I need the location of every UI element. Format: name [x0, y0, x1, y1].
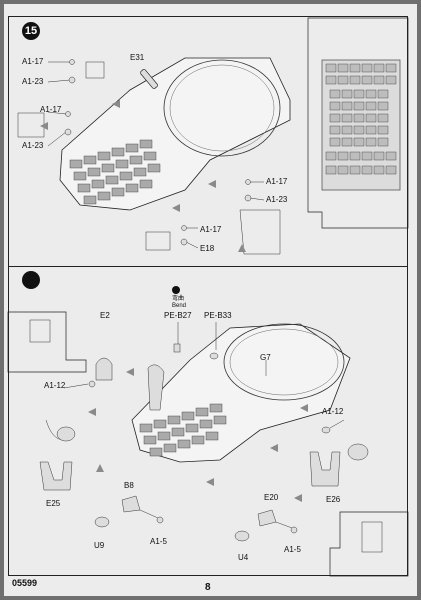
label-pe-b27: PE-B27 [164, 311, 192, 320]
label-e31: E31 [130, 53, 145, 62]
label-bend-en: Bend [172, 303, 187, 309]
label-a1-17: A1-17 [40, 105, 62, 114]
step-divider [8, 266, 408, 267]
label-a1-17: A1-17 [200, 225, 222, 234]
detail-inset-left [7, 311, 87, 373]
hull-lower-tracks [139, 403, 227, 457]
track-link-grid [325, 63, 397, 175]
label-a1-23: A1-23 [22, 141, 44, 150]
page-number: 8 [205, 582, 211, 593]
label-bend-cn: 弯曲 [172, 296, 185, 302]
label-u4: U4 [238, 553, 249, 562]
label-a1-12: A1-12 [322, 407, 344, 416]
label-a1-23: A1-23 [266, 195, 288, 204]
label-e18: E18 [200, 244, 215, 253]
label-a1-5: A1-5 [150, 537, 167, 546]
hull-upper-tracks [69, 139, 161, 205]
label-a1-5: A1-5 [284, 545, 301, 554]
hull-plate-upper [59, 57, 291, 211]
label-e26: E26 [326, 495, 341, 504]
label-e2: E2 [100, 311, 110, 320]
part-e31 [140, 69, 158, 89]
catalog-number: 05599 [12, 578, 38, 588]
step-number: 15 [24, 25, 38, 37]
step-number-badge-next [22, 271, 40, 289]
step16-leaders [29, 286, 383, 553]
label-e25: E25 [46, 499, 61, 508]
label-a1-17: A1-17 [22, 57, 44, 66]
label-g7: G7 [260, 353, 271, 362]
direction-arrows-step15 [40, 100, 246, 252]
track-detail-inset [307, 17, 409, 229]
label-a1-17: A1-17 [266, 177, 288, 186]
hull-plate-lower [131, 323, 351, 463]
label-u9: U9 [94, 541, 105, 550]
label-a1-23: A1-23 [22, 77, 44, 86]
label-pe-b33: PE-B33 [204, 311, 232, 320]
step-number-badge: 15 [22, 22, 40, 40]
detail-inset-right [329, 511, 409, 577]
page-frame [8, 16, 408, 576]
label-e20: E20 [264, 493, 279, 502]
step15-leaders [17, 59, 281, 255]
direction-arrows-step16 [88, 368, 308, 502]
label-b8: B8 [124, 481, 134, 490]
label-a1-12: A1-12 [44, 381, 66, 390]
